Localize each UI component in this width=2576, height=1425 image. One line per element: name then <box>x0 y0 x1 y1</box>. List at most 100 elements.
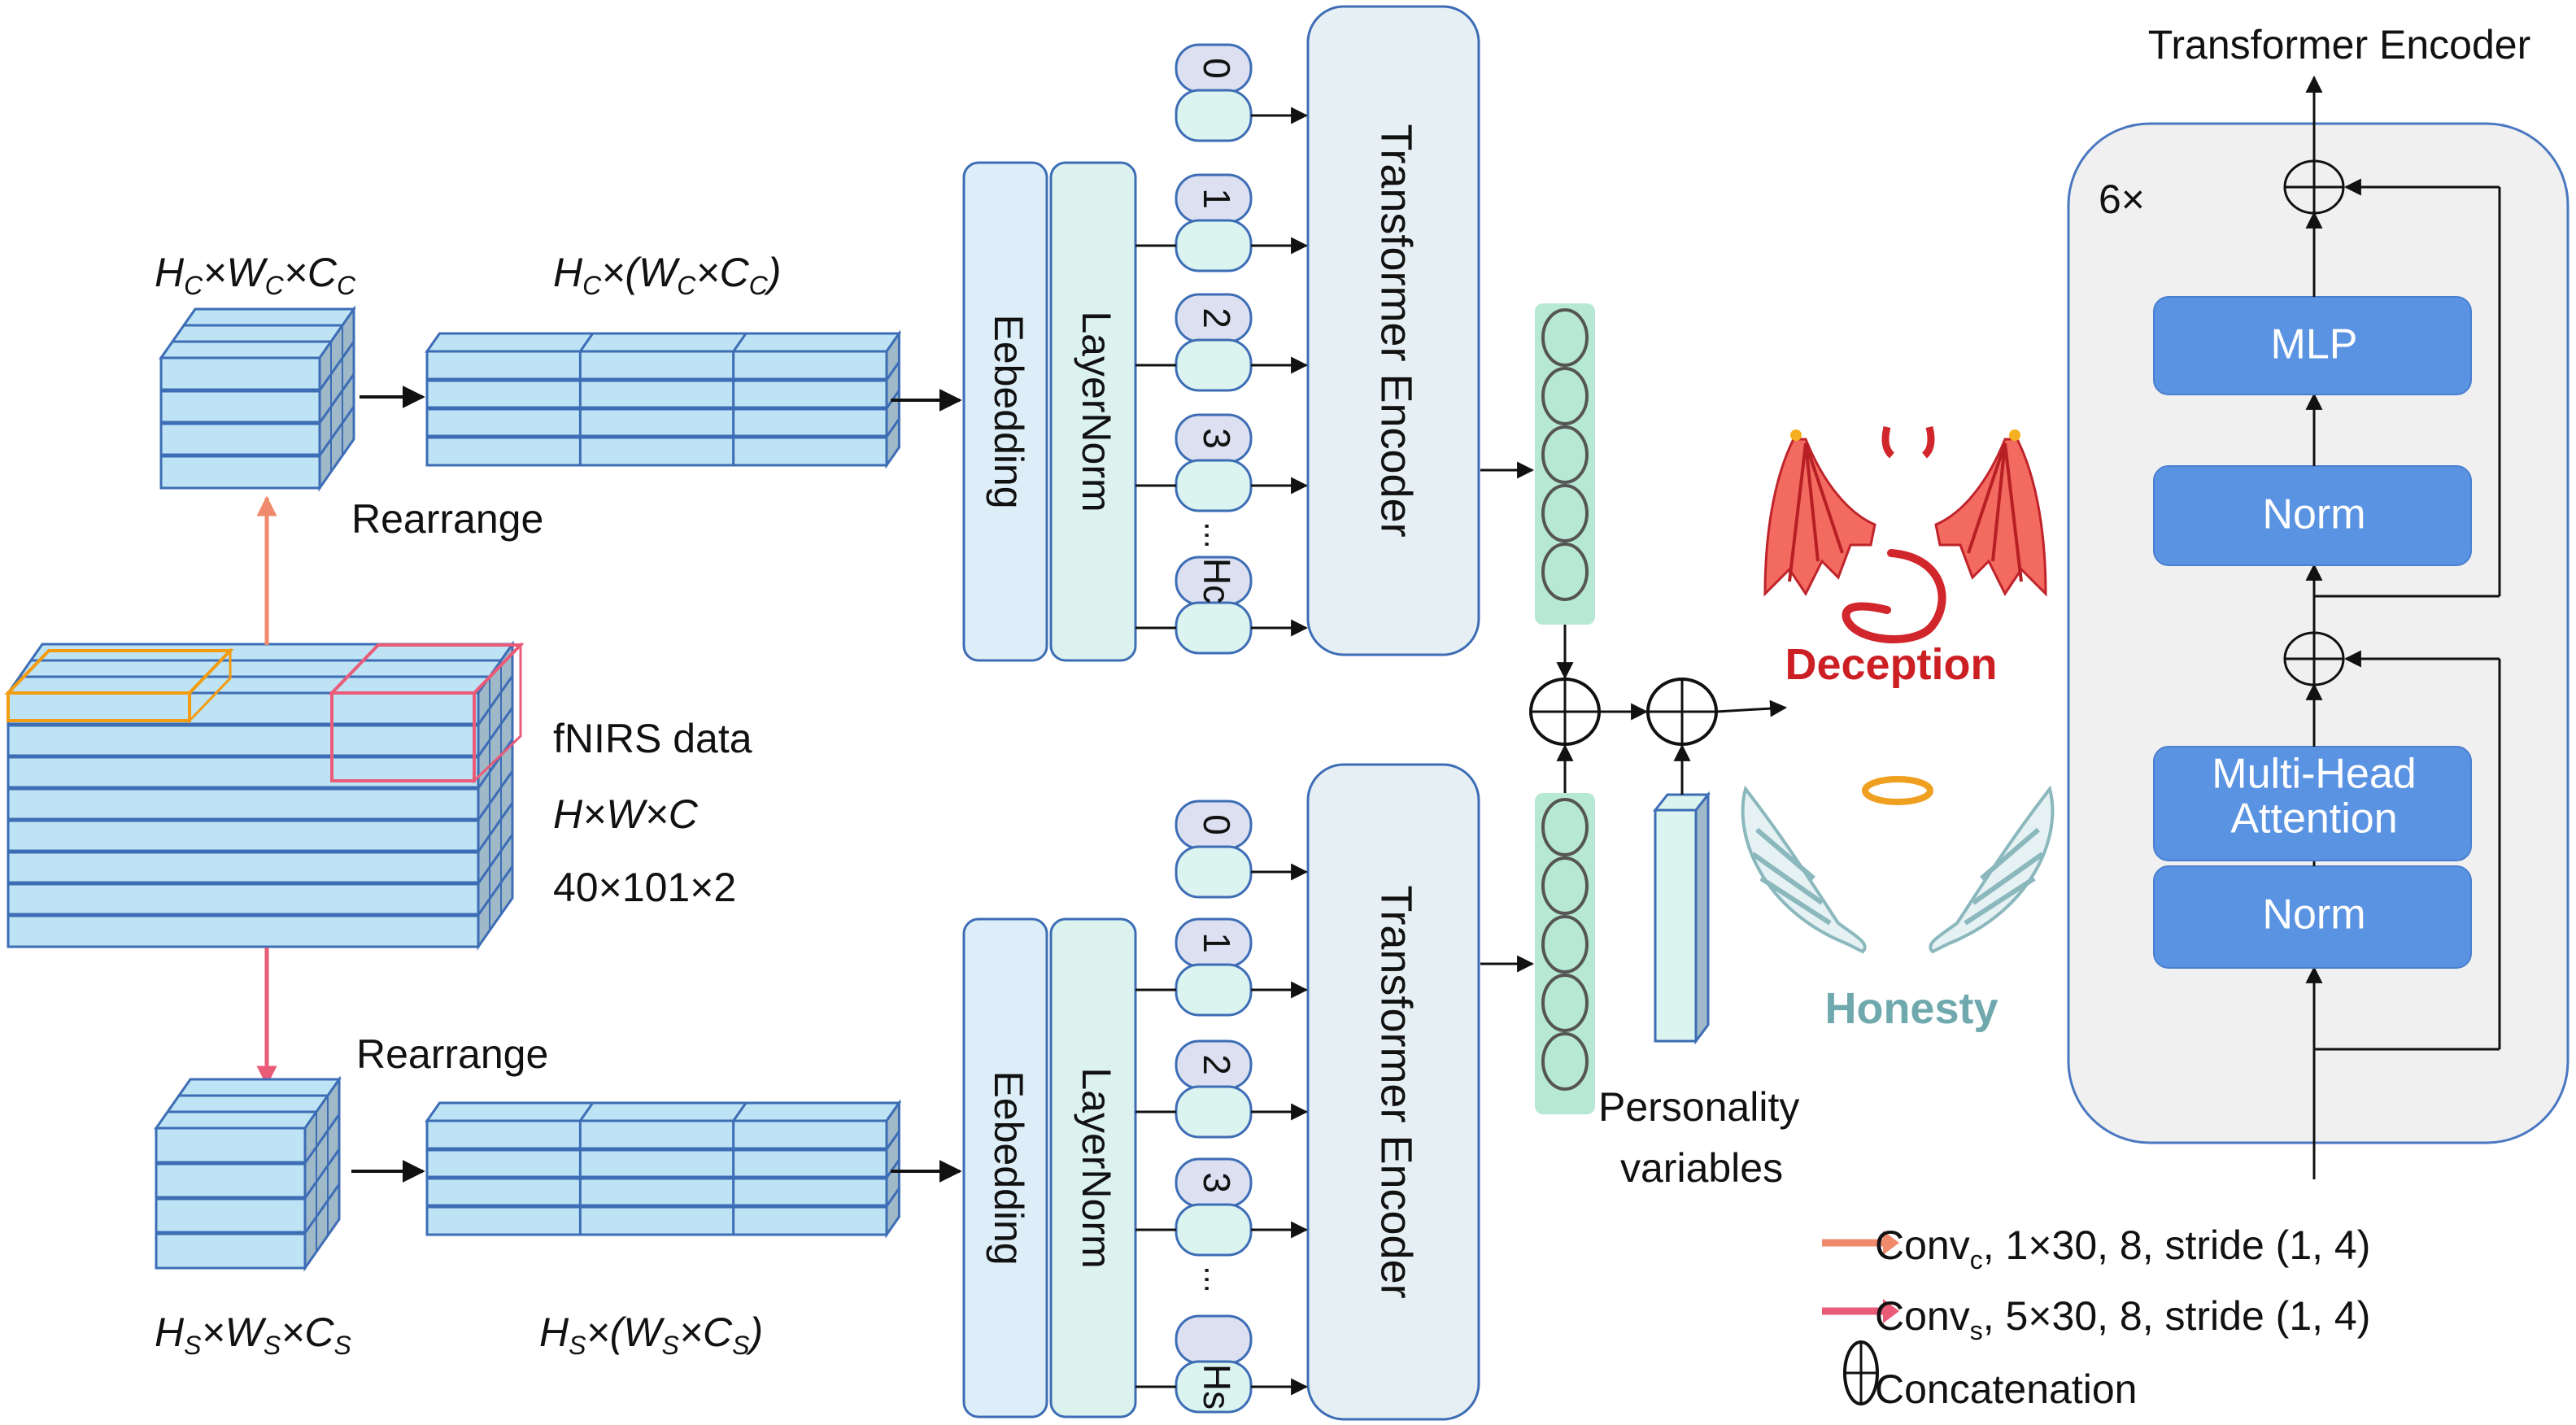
token-index-label: 3 <box>1196 1172 1238 1193</box>
token-ellipsis: ... <box>1197 521 1233 548</box>
devil-icon <box>1763 425 2047 643</box>
fnirs-input-cube <box>4 640 525 951</box>
embedding-block <box>962 161 1048 662</box>
personality-variables-bar <box>1654 808 1698 1043</box>
spatial-feature-vector <box>1535 793 1595 1114</box>
fnirs-shape-values: 40×101×2 <box>553 865 736 910</box>
block-side-divider <box>477 802 514 852</box>
temporal-flat-shape-label: HC×(WC×CC) <box>553 250 781 300</box>
mha-label-line1: Multi-Head <box>2212 751 2416 798</box>
norm-block-1 <box>2153 865 2472 969</box>
feature-node <box>1541 798 1589 856</box>
fnirs-title: fNIRS data <box>553 716 752 761</box>
layernorm-label: LayerNorm <box>1074 1067 1119 1268</box>
layernorm-block <box>1049 161 1137 662</box>
personality-label-line2: variables <box>1620 1145 1783 1191</box>
block-side-divider <box>303 1148 341 1199</box>
temporal-flattened-block <box>425 329 902 469</box>
deception-label: Deception <box>1785 640 1997 689</box>
token-embedding <box>1175 1085 1253 1139</box>
classifier-output-arrow <box>1715 699 1788 717</box>
block-side-divider <box>885 1131 900 1150</box>
token-index-label: Hc <box>1196 558 1238 604</box>
feature-node <box>1541 308 1589 367</box>
spatial-rearrange-label: Rearrange <box>356 1031 548 1077</box>
patch-token: 1 <box>1135 917 1309 1017</box>
block-side-divider <box>318 406 355 456</box>
token-index-label: 2 <box>1196 1054 1238 1075</box>
feature-node <box>1541 543 1589 601</box>
token-index-label: 2 <box>1196 307 1238 329</box>
norm-block-2 <box>2153 465 2472 566</box>
spatial-cube-shape-label: HS×WS×CS <box>155 1310 351 1360</box>
block-side-divider <box>885 361 900 381</box>
token-ellipsis: ... <box>1197 1266 1233 1292</box>
token-index-label: 1 <box>1196 932 1238 953</box>
token-index-label: 3 <box>1196 428 1238 449</box>
token-index-label: 1 <box>1196 188 1238 209</box>
legend-conv-s-label: Convs, 5×30, 8, stride (1, 4) <box>1875 1293 2370 1345</box>
embedding-block <box>962 917 1048 1418</box>
fnirs-shape-symbolic: H×W×C <box>553 791 699 837</box>
token-embedding <box>1175 1203 1253 1257</box>
norm-label-1: Norm <box>2262 891 2365 939</box>
patch-token: 3 <box>1135 1157 1309 1257</box>
block-side-divider <box>477 770 514 821</box>
block-top-col <box>579 333 594 352</box>
patch-token: Hc <box>1135 556 1309 655</box>
feature-node <box>1541 425 1589 484</box>
token-embedding <box>1175 845 1253 899</box>
block-side-divider <box>477 707 514 757</box>
block-top-face <box>425 332 902 353</box>
multi-head-attention-block <box>2153 746 2472 861</box>
block-top-face <box>425 1101 902 1122</box>
block-top-col <box>732 333 748 352</box>
personality-label-line1: Personality <box>1598 1084 1799 1130</box>
temporal-rearrange-label: Rearrange <box>351 496 543 542</box>
personality-bar-side <box>1694 791 1710 1045</box>
block-top-col <box>732 1102 748 1122</box>
legend: Convc, 1×30, 8, stride (1, 4) Convs, 5×3… <box>1822 1222 2370 1412</box>
mlp-block <box>2153 296 2472 395</box>
feature-node <box>1541 974 1589 1032</box>
spatial-cube <box>154 1075 342 1272</box>
block-side-divider <box>477 865 514 916</box>
norm-label-2: Norm <box>2262 491 2365 538</box>
temporal-window-side <box>188 647 232 724</box>
block-side-divider <box>318 341 355 391</box>
token-embedding <box>1175 963 1253 1017</box>
token-index-label: Hs <box>1196 1364 1238 1410</box>
token-embedding <box>1175 219 1253 272</box>
encoder-repeat-label: 6× <box>2099 176 2145 222</box>
patch-token: Hs <box>1135 1314 1309 1414</box>
block-side-divider <box>303 1113 341 1164</box>
patch-token: 1 <box>1135 173 1309 272</box>
layernorm-block <box>1049 917 1137 1418</box>
transformer-encoder-label: Transformer Encoder <box>1372 124 1421 537</box>
feature-node <box>1541 856 1589 915</box>
legend-concat-label: Concatenation <box>1875 1366 2137 1412</box>
spatial-flat-shape-label: HS×(WS×CS) <box>539 1310 763 1360</box>
fusion-area <box>1480 303 1788 1114</box>
feature-node <box>1541 484 1589 543</box>
block-side-divider <box>885 418 900 438</box>
mha-label-line2: Attention <box>2230 795 2397 843</box>
block-side-divider <box>477 739 514 789</box>
patch-token: 0 <box>1175 43 1309 142</box>
token-embedding <box>1175 601 1253 655</box>
embedding-label: Eebedding <box>986 314 1031 508</box>
block-side-divider <box>303 1183 341 1234</box>
block-side-divider <box>477 834 514 884</box>
transformer-encoder-block <box>1306 5 1480 656</box>
block-side-divider <box>885 1159 900 1179</box>
mlp-label: MLP <box>2271 321 2358 368</box>
feature-node <box>1541 915 1589 974</box>
patch-token: 2 <box>1135 293 1309 392</box>
legend-item-conv-c: Convc, 1×30, 8, stride (1, 4) <box>1822 1222 2370 1275</box>
temporal-feature-vector <box>1535 303 1595 625</box>
legend-conv-c-label: Convc, 1×30, 8, stride (1, 4) <box>1875 1222 2370 1275</box>
patch-token: 0 <box>1175 800 1309 899</box>
